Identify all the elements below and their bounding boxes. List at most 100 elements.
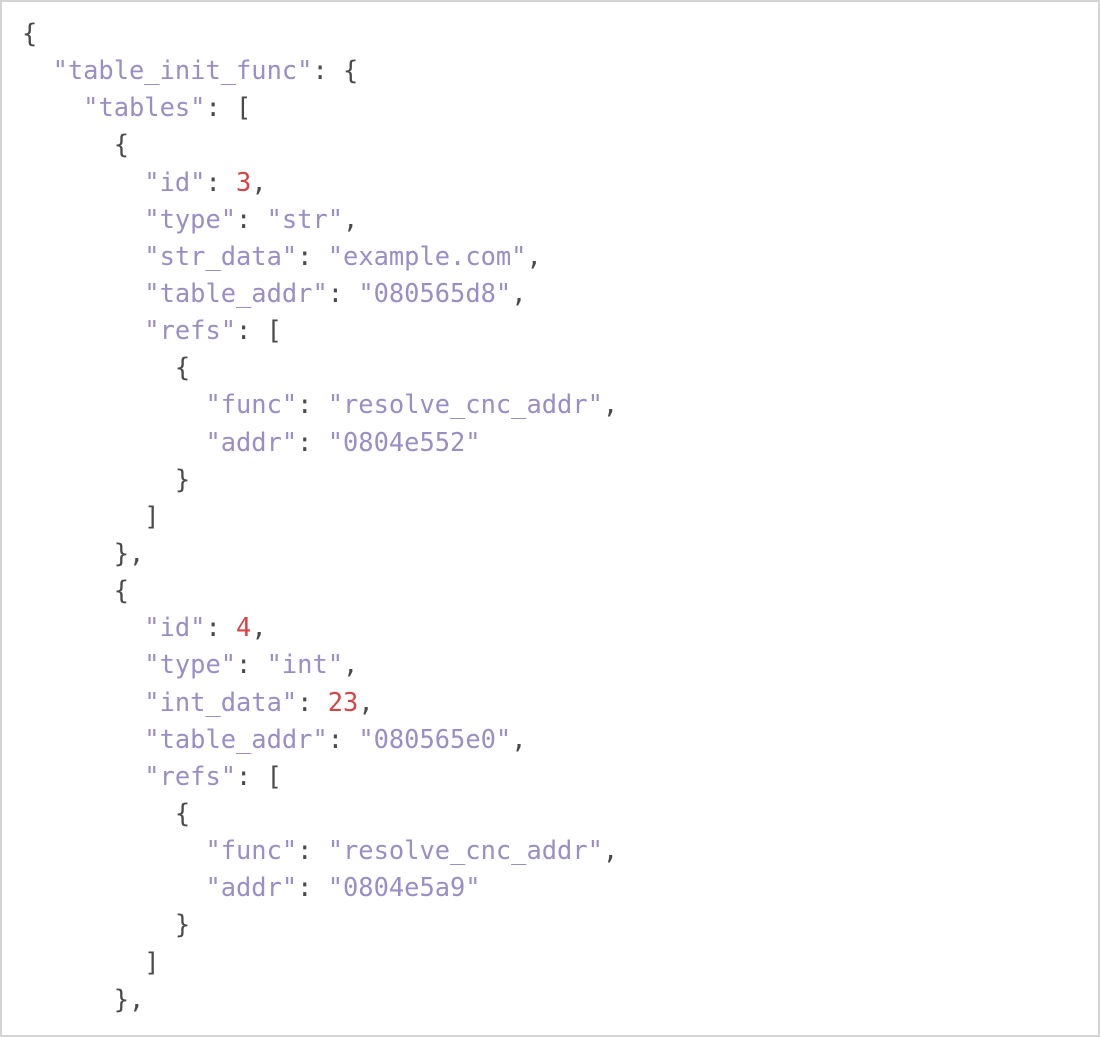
json-string-value: "resolve_cnc_addr" [327, 835, 603, 866]
json-punctuation [22, 761, 144, 791]
code-line: } [22, 461, 618, 498]
code-line: } [22, 906, 618, 943]
code-line: { [22, 572, 618, 609]
code-line: "id": 4, [22, 609, 618, 646]
code-line: "refs": [ [22, 758, 618, 795]
json-punctuation: } [22, 463, 191, 494]
json-punctuation [22, 649, 144, 679]
json-punctuation [22, 389, 205, 419]
json-punctuation [22, 724, 144, 754]
json-punctuation: : [297, 686, 328, 717]
json-punctuation [22, 687, 144, 717]
json-punctuation [22, 835, 205, 865]
json-key: "id" [144, 166, 206, 197]
json-key: "table_addr" [144, 277, 328, 308]
json-punctuation: : [205, 166, 237, 197]
json-punctuation: : [297, 389, 328, 420]
json-punctuation: , [358, 686, 374, 717]
json-punctuation [22, 204, 144, 234]
json-key: "id" [144, 612, 206, 643]
json-punctuation: : [236, 203, 267, 234]
json-punctuation: : { [312, 55, 359, 86]
json-key: "addr" [205, 872, 298, 903]
json-punctuation: : [297, 426, 328, 457]
json-string-value: "resolve_cnc_addr" [327, 389, 603, 420]
json-key: "int_data" [144, 686, 298, 717]
json-punctuation: }, [22, 983, 145, 1014]
json-punctuation: { [22, 575, 130, 606]
code-line: }, [22, 535, 618, 572]
json-punctuation: , [602, 835, 619, 866]
json-key: "addr" [205, 426, 298, 457]
code-line: ] [22, 498, 618, 535]
json-number-value: 4 [236, 612, 252, 643]
json-punctuation [22, 612, 144, 642]
json-punctuation: , [526, 240, 542, 271]
code-line: }, [22, 981, 618, 1018]
code-line: "id": 3, [22, 164, 618, 201]
json-key: "refs" [144, 760, 237, 791]
json-punctuation: : [297, 872, 328, 903]
json-punctuation [22, 278, 144, 308]
json-key: "str_data" [144, 240, 298, 271]
json-punctuation [22, 427, 205, 457]
json-punctuation: , [251, 166, 267, 197]
json-punctuation [22, 167, 144, 197]
json-punctuation: : [297, 835, 328, 866]
json-punctuation: { [22, 129, 130, 160]
json-punctuation: : [ [236, 315, 282, 346]
json-punctuation [22, 55, 53, 85]
json-string-value: "080565e0" [358, 723, 512, 754]
json-string-value: "int" [266, 649, 344, 680]
json-key: "type" [144, 649, 237, 680]
json-punctuation: , [511, 723, 527, 754]
json-punctuation: , [251, 612, 267, 643]
code-line: "table_addr": "080565d8", [22, 275, 618, 312]
code-line: "tables": [ [22, 89, 618, 126]
json-punctuation: : [ [236, 760, 282, 791]
code-line: "addr": "0804e552" [22, 424, 618, 461]
json-punctuation: : [ [205, 92, 252, 123]
json-string-value: "str" [266, 203, 344, 234]
code-line: { [22, 15, 618, 52]
json-punctuation [22, 872, 205, 902]
json-key: "func" [205, 835, 298, 866]
code-line: ] [22, 944, 618, 981]
json-key: "table_addr" [144, 723, 328, 754]
json-string-value: "example.com" [327, 240, 527, 271]
json-key: "refs" [144, 315, 237, 346]
json-string-value: "080565d8" [358, 277, 512, 308]
json-punctuation: : [236, 649, 267, 680]
json-punctuation [22, 92, 83, 122]
json-punctuation: : [297, 240, 328, 271]
json-number-value: 23 [327, 686, 359, 717]
code-line: "int_data": 23, [22, 684, 618, 721]
code-line: "addr": "0804e5a9" [22, 869, 618, 906]
json-punctuation: : [327, 723, 359, 754]
json-number-value: 3 [236, 166, 252, 197]
code-line: "type": "int", [22, 646, 618, 683]
code-line: "func": "resolve_cnc_addr", [22, 386, 618, 423]
code-line: { [22, 795, 618, 832]
code-line: { [22, 126, 618, 163]
json-key: "func" [205, 389, 298, 420]
json-key: "table_init_func" [52, 55, 313, 86]
json-string-value: "0804e5a9" [327, 872, 481, 903]
code-line: "table_addr": "080565e0", [22, 721, 618, 758]
json-punctuation [22, 241, 144, 271]
json-punctuation: { [22, 797, 191, 828]
json-code: { "table_init_func": { "tables": [ { "id… [22, 15, 618, 1018]
json-punctuation: ] [22, 500, 160, 531]
code-line: "type": "str", [22, 201, 618, 238]
json-punctuation: , [602, 389, 619, 420]
json-punctuation: { [22, 18, 38, 48]
json-punctuation: , [343, 203, 359, 234]
code-line: { [22, 349, 618, 386]
json-key: "type" [144, 203, 237, 234]
code-line: "table_init_func": { [22, 52, 618, 89]
code-line: "str_data": "example.com", [22, 238, 618, 275]
json-punctuation: }, [22, 537, 145, 568]
json-punctuation [22, 315, 144, 345]
json-punctuation: } [22, 909, 191, 940]
